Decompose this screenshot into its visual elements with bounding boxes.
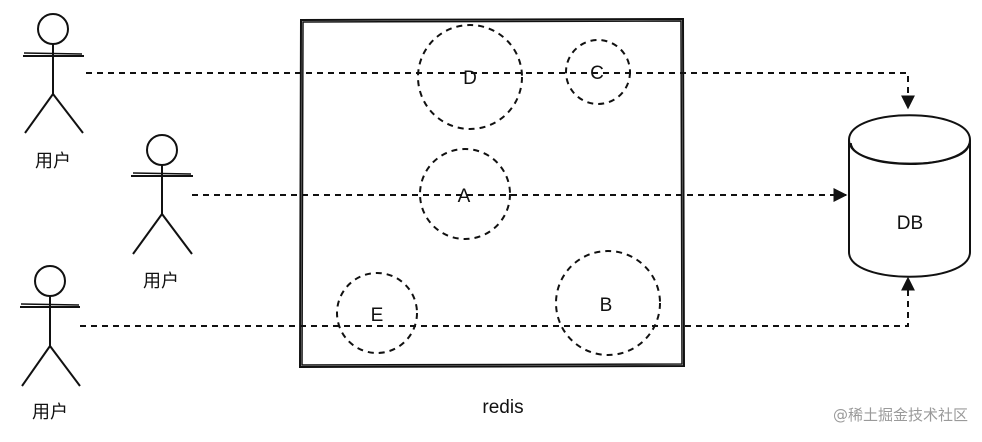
cache-key-b: B [555, 250, 661, 356]
user-1-icon [23, 13, 84, 134]
database-label: DB [897, 213, 923, 234]
cache-key-e: E [336, 272, 418, 354]
cache-key-a: A [419, 148, 511, 240]
redis-cache-box [298, 17, 686, 369]
request-flow-3 [80, 276, 915, 327]
watermark: @稀土掘金技术社区 [833, 406, 968, 424]
user-actor-1: 用户 [23, 13, 84, 172]
request-flow-1 [86, 72, 915, 110]
cache-key-d-label: D [463, 68, 477, 89]
database-cylinder: DB [848, 114, 971, 278]
cache-key-a-label: A [458, 186, 471, 207]
redis-label: redis [482, 397, 523, 418]
cache-key-d: D [417, 24, 523, 130]
user-1-label: 用户 [35, 151, 71, 172]
user-2-icon [131, 134, 193, 255]
user-actor-2: 用户 [131, 134, 193, 292]
cache-key-b-label: B [600, 295, 613, 316]
cache-key-c-label: C [590, 63, 604, 84]
user-2-label: 用户 [143, 271, 179, 292]
user-actor-3: 用户 [20, 265, 81, 423]
user-3-icon [20, 265, 81, 387]
cache-key-e-label: E [371, 305, 384, 326]
user-3-label: 用户 [32, 402, 68, 423]
cache-key-c: C [565, 39, 631, 105]
